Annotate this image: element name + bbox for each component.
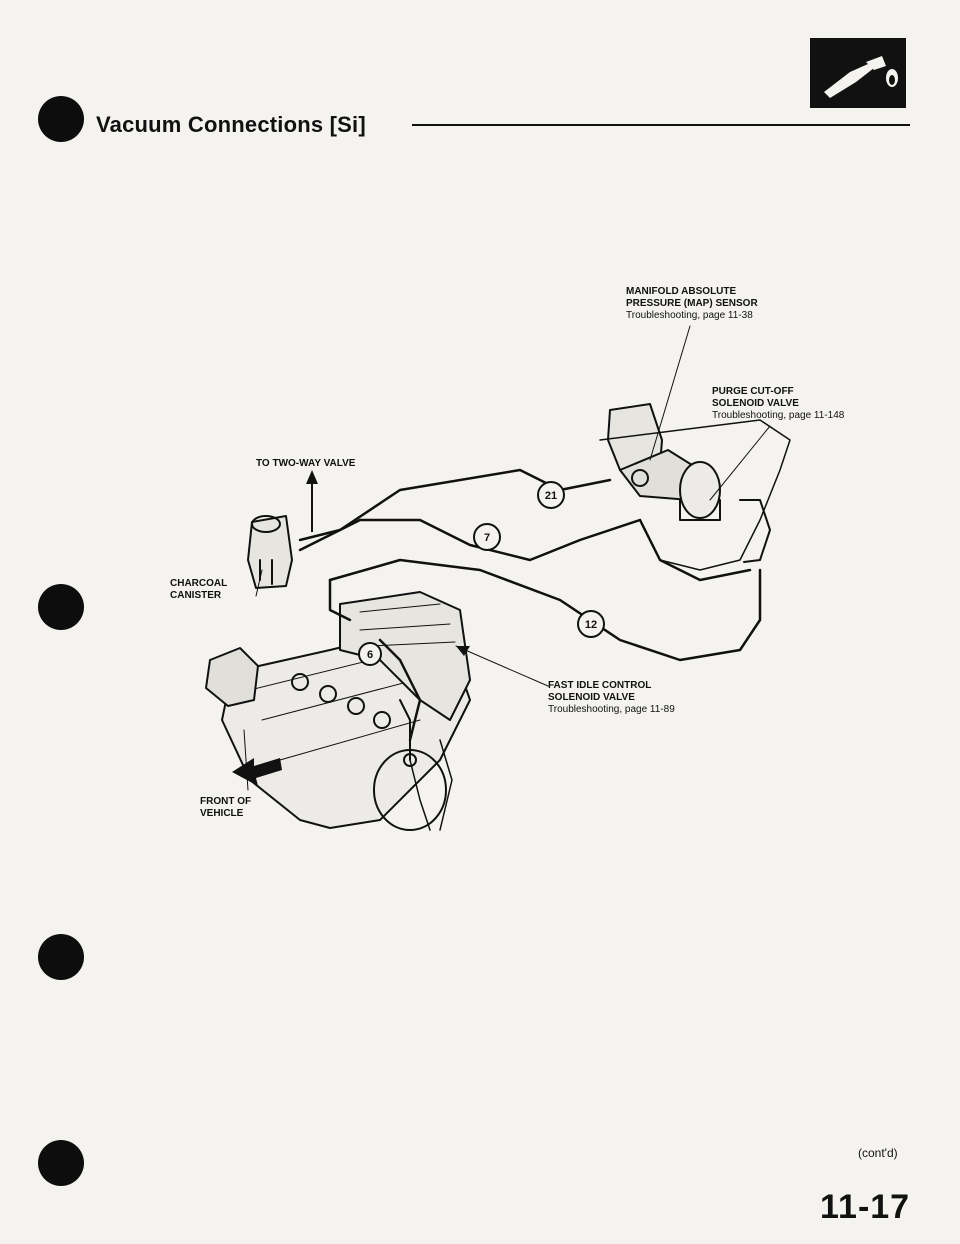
- margin-bullet: [38, 934, 84, 980]
- troubleshooting-ref: Troubleshooting, page 11-148: [712, 410, 845, 421]
- hose-6: [378, 638, 422, 742]
- purge-valve-label: PURGE CUT-OFF SOLENOID VALVE Troubleshoo…: [712, 386, 845, 421]
- hose-12: [328, 558, 762, 662]
- charcoal-canister-label: CHARCOAL CANISTER: [170, 578, 228, 601]
- map-sensor-label: MANIFOLD ABSOLUTE PRESSURE (MAP) SENSOR …: [626, 286, 758, 321]
- solenoid-cluster: [599, 403, 791, 571]
- continued-note: (cont'd): [858, 1146, 898, 1160]
- page-number: 11-17: [820, 1188, 911, 1226]
- hose-tag-7: 7: [473, 523, 501, 551]
- two-way-valve-label: TO TWO-WAY VALVE: [256, 458, 356, 469]
- arrow-up-icon: [306, 470, 318, 532]
- fuel-nozzle-icon: [810, 38, 906, 108]
- margin-bullet: [38, 96, 84, 142]
- fast-idle-label: FAST IDLE CONTROL SOLENOID VALVE Trouble…: [548, 680, 675, 715]
- throttle-body: [339, 591, 471, 721]
- hose-number: 12: [585, 619, 597, 631]
- hose-tag-21: 21: [537, 481, 565, 509]
- hose-number: 21: [545, 490, 557, 502]
- hose-tag-6: 6: [358, 642, 382, 666]
- hose-tag-12: 12: [577, 610, 605, 638]
- margin-bullet: [38, 584, 84, 630]
- arrow-head-icon: [456, 646, 470, 656]
- title-rule: [412, 124, 910, 126]
- troubleshooting-ref: Troubleshooting, page 11-89: [548, 704, 675, 715]
- hose-number: 6: [367, 649, 373, 661]
- page-title: Vacuum Connections [Si]: [96, 112, 366, 137]
- charcoal-canister: [247, 515, 293, 589]
- hose-number: 7: [484, 532, 490, 544]
- hose-21: [298, 468, 612, 542]
- troubleshooting-ref: Troubleshooting, page 11-38: [626, 310, 753, 321]
- front-arrow-icon: [232, 758, 282, 786]
- hose-7: [298, 518, 642, 562]
- front-of-vehicle-label: FRONT OF VEHICLE: [200, 796, 252, 819]
- margin-bullet: [38, 1140, 84, 1186]
